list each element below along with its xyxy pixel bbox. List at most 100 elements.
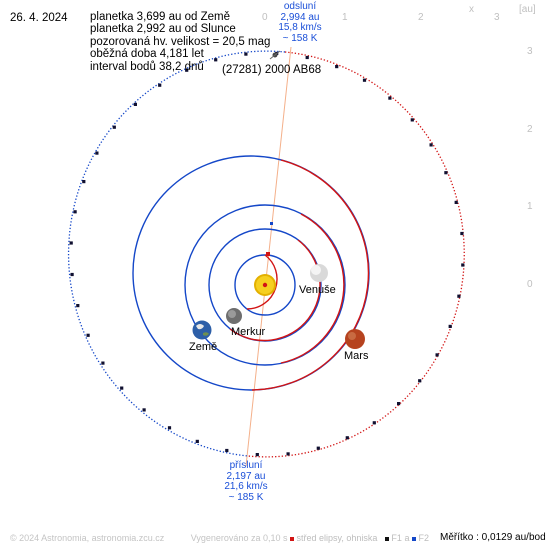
asteroid-interval-point [142,408,146,412]
asteroid-interval-point [195,439,199,443]
info-period: oběžná doba 4,181 let [90,48,204,61]
info-interval: interval bodů 38,2 dnů [90,60,204,73]
asteroid-interval-point [86,333,90,337]
asteroid-interval-point [133,102,137,106]
earth-orbit [184,204,346,366]
generated-text: Vygenerováno za 0,10 s [190,533,288,543]
axis-right-tick: 3 [527,46,533,57]
asteroid-interval-point [418,379,422,383]
asteroid-orbit-red-half [247,51,465,458]
date-label: 26. 4. 2024 [10,12,68,24]
copyright-text: © 2024 Astronomia, astronomia.zcu.cz [10,533,165,543]
perihelion-distance: 2,197 au [226,470,266,482]
asteroid-interval-point [255,453,259,457]
asteroid-interval-point [454,200,458,204]
axis-unit: [au] [519,4,536,15]
asteroid-interval-point [429,143,433,147]
asteroid-interval-point [112,125,116,129]
info-sun-distance: planetka 2,992 au od Slunce [90,23,236,36]
legend-center-marker [290,536,294,541]
axis-right-tick: 0 [527,279,533,290]
perihelion-temperature: ~ 185 K [228,491,264,503]
asteroid-interval-point [82,180,86,184]
aphelion-label: odsluní 2,994 au 15,8 km/s ~ 158 K [260,1,340,44]
legend-f1-marker [384,536,389,541]
axis-top-tick: 2 [418,12,424,23]
sun-icon [254,274,276,296]
asteroid-interval-point [362,78,367,82]
object-name: (27281) 2000 AB68 [222,64,322,76]
axis-top-tick: 1 [342,12,348,23]
asteroid-interval-point [397,402,401,406]
mars-label: Mars [344,350,369,362]
earth-orbit-red-arc [280,213,345,364]
asteroid-interval-point [448,324,452,328]
perihelion-title: přísluní [229,460,263,471]
asteroid-interval-point [95,151,99,155]
asteroid-interval-point [410,118,414,122]
f2-marker [270,222,273,225]
mercury-icon [226,308,242,324]
axis-right-tick: 1 [527,201,533,212]
asteroid-interval-point [158,83,162,87]
mars-icon [345,329,365,349]
asteroid-interval-point [372,421,376,425]
asteroid-interval-point [225,448,229,453]
info-earth-distance: planetka 3,699 au od Země [90,11,231,23]
aphelion-title: odsluní [283,1,317,12]
aphelion-temperature: ~ 158 K [282,32,318,44]
scale-text: Měřítko : 0,0129 au/bod [440,532,546,543]
asteroid-marker [269,50,281,60]
axis-top-tick: 0 [262,12,268,23]
asteroid-interval-point [120,386,124,390]
earth-label: Země [189,341,218,353]
footer: © 2024 Astronomia, astronomia.zcu.cz Vyg… [10,533,293,543]
mars-orbit [132,155,370,391]
asteroid-interval-point [286,452,290,456]
asteroid-interval-point [316,446,320,450]
asteroid-interval-point [214,58,218,62]
legend-f2-marker [411,536,416,541]
perihelion-speed: 21,6 km/s [224,481,268,492]
asteroid-interval-point [73,210,77,214]
asteroid-interval-point [460,231,464,236]
orbit-center-marker [266,252,270,256]
asteroid-interval-point [70,272,74,277]
asteroid-interval-point [345,436,349,440]
asteroid-interval-point [435,353,439,357]
aphelion-speed: 15,8 km/s [278,22,322,33]
asteroid-interval-point [335,65,339,69]
axis-x-symbol: x [469,4,474,15]
mars-orbit-red-arc [251,159,370,391]
mercury-label: Merkur [231,326,266,338]
asteroid-interval-point [185,68,189,72]
asteroid-interval-point [244,52,248,56]
asteroid-interval-point [305,55,309,60]
asteroid-interval-point [167,426,172,430]
legend-f1-text: F1 [391,533,402,543]
legend-f2-text: F2 [418,533,430,543]
venus-label: Venuše [299,284,336,296]
legend-a-text: a [404,533,410,543]
axis-right-tick: 2 [527,124,533,135]
axis-top-tick: 3 [494,12,500,23]
asteroid-interval-point [101,361,105,365]
earth-icon [192,320,212,340]
info-panel: planetka 3,699 au od Země planetka 2,992… [90,11,270,73]
asteroid-interval-point [69,241,73,245]
perihelion-label: přísluní 2,197 au 21,6 km/s ~ 185 K [206,460,286,503]
legend: střed elipsy, ohniska F1 a F2 [290,533,429,543]
venus-orbit-red-arc [229,239,321,342]
asteroid-orbit-blue-half [68,50,286,457]
asteroid-interval-point [76,304,80,308]
apsidal-line [245,46,292,467]
legend-center-text: střed elipsy, ohniska [296,533,378,543]
asteroid-interval-point [388,96,392,100]
venus-icon [310,264,328,282]
info-magnitude: pozorovaná hv. velikost = 20,5 mag [90,35,271,48]
asteroid-interval-point [444,171,448,175]
aphelion-distance: 2,994 au [280,11,320,23]
asteroid-interval-point [457,294,461,298]
asteroid-interval-point [461,263,465,267]
